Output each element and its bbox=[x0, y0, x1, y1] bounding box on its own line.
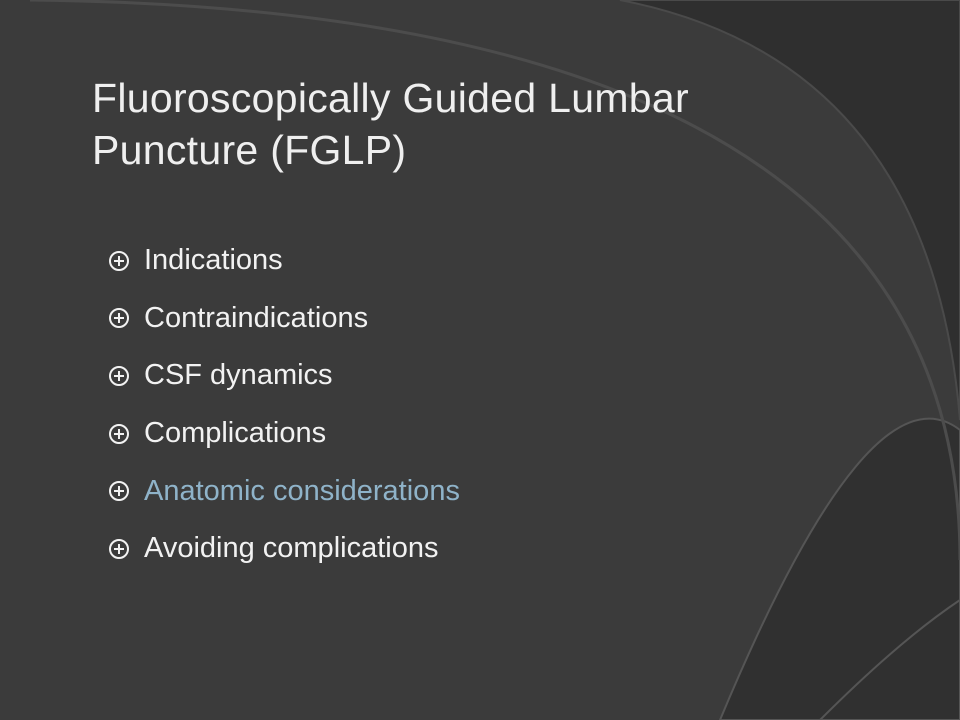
background-shape-top-right bbox=[619, 0, 960, 421]
bullet-label: Avoiding complications bbox=[144, 532, 439, 565]
circled-plus-icon bbox=[109, 308, 129, 329]
bullet-item-anatomic-considerations: Anatomic considerations bbox=[108, 462, 460, 520]
circled-plus-icon bbox=[109, 365, 129, 386]
slide-title: Fluoroscopically Guided Lumbar Puncture … bbox=[92, 75, 689, 174]
bullet-item-avoiding-complications: Avoiding complications bbox=[108, 520, 460, 578]
bullet-label: Anatomic considerations bbox=[144, 474, 460, 507]
bullet-item-contraindications: Contraindications bbox=[108, 290, 460, 348]
circled-plus-icon bbox=[109, 481, 129, 502]
bullet-label: Indications bbox=[144, 244, 283, 277]
bullet-list: Indications Contraindications CSF dynami… bbox=[108, 232, 460, 578]
circled-plus-icon bbox=[109, 538, 129, 559]
circled-plus-icon bbox=[109, 250, 129, 271]
circled-plus-icon bbox=[109, 423, 129, 444]
bullet-item-complications: Complications bbox=[108, 405, 460, 463]
background-shape-arc bbox=[29, 0, 960, 561]
background-shape-bottom bbox=[819, 599, 960, 720]
bullet-label: CSF dynamics bbox=[144, 359, 333, 392]
background-shape-right-curve bbox=[718, 417, 960, 720]
bullet-label: Complications bbox=[144, 417, 327, 450]
bullet-item-csf-dynamics: CSF dynamics bbox=[108, 347, 460, 405]
bullet-label: Contraindications bbox=[144, 301, 369, 334]
bullet-item-indications: Indications bbox=[108, 232, 460, 290]
